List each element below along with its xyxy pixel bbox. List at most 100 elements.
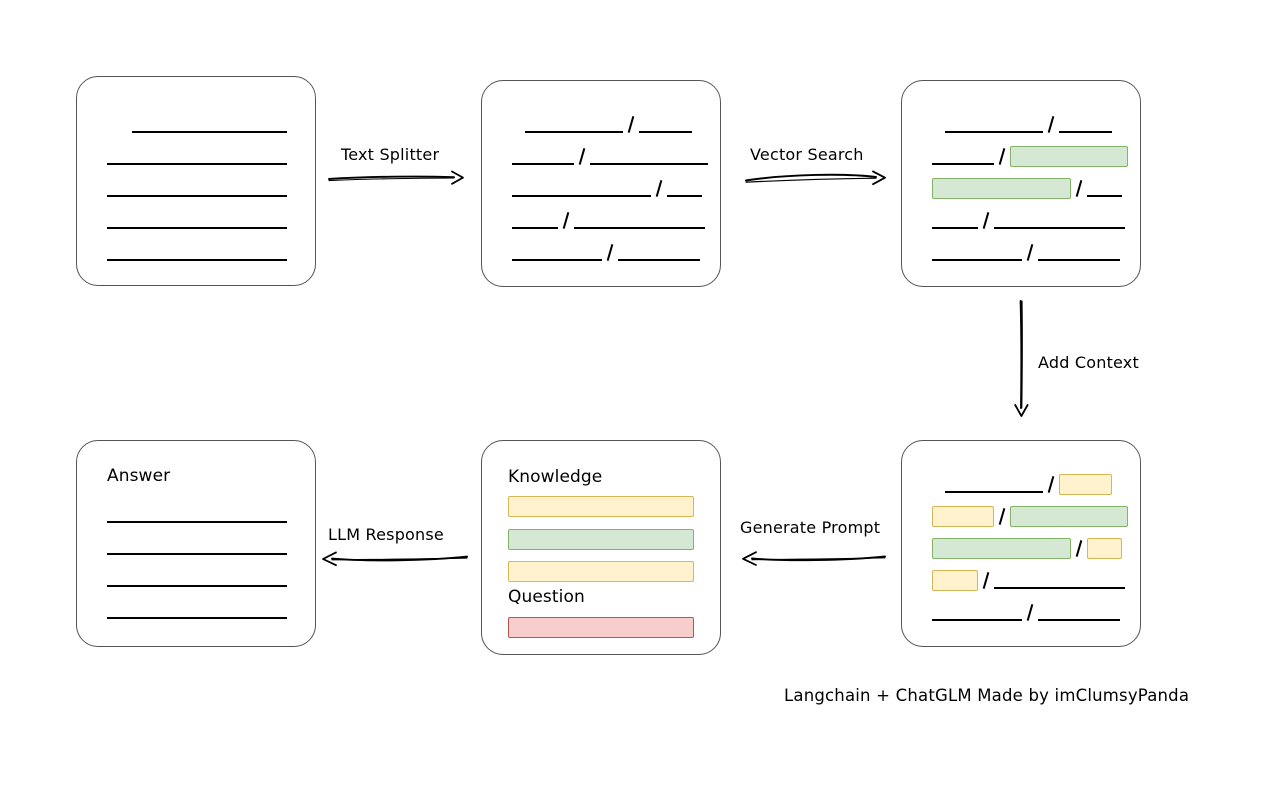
highlight-chunk-yellow [1087,537,1122,559]
text-line-row [512,113,692,135]
highlight-chunk-yellow [1059,473,1112,495]
slash-separator-icon [574,145,590,167]
source-document-box[interactable] [76,76,316,286]
text-line-segment [132,113,287,135]
prompt-box[interactable]: Knowledge Question [481,440,721,655]
context-chunks-box[interactable] [901,440,1141,647]
slash-separator-icon [1043,113,1059,135]
text-line-segment [512,177,651,199]
text-line-segment [512,209,558,231]
slash-separator-icon [978,569,994,591]
text-line-row [107,209,287,231]
text-line-segment [590,145,708,167]
knowledge-bar-2 [508,529,694,550]
text-line-segment [574,209,705,231]
slash-separator-icon [994,145,1010,167]
text-line-segment [107,241,287,263]
text-line-segment [1087,177,1122,199]
text-line-row [512,209,705,231]
text-line-segment [107,177,287,199]
slash-separator-icon [978,209,994,231]
arrow-generate-prompt-label: Generate Prompt [740,518,881,537]
highlight-chunk-yellow [932,505,994,527]
text-line-row [512,241,700,263]
matched-chunks-box[interactable] [901,80,1141,287]
slash-separator-icon [558,209,574,231]
text-line-row [932,209,1125,231]
text-line-row [512,145,708,167]
text-line-row [107,145,287,167]
text-line-segment [932,241,1022,263]
slash-separator-icon [1022,241,1038,263]
text-line-segment [945,113,1043,135]
footer-credit: Langchain + ChatGLM Made by imClumsyPand… [784,686,1190,705]
text-line-row [107,567,287,589]
text-line-segment [107,535,287,557]
slash-separator-icon [623,113,639,135]
text-line-segment [1059,113,1112,135]
text-line-segment [107,567,287,589]
text-line-row [932,505,1128,527]
text-line-segment [994,209,1125,231]
slash-separator-icon [651,177,667,199]
arrow-vector-search [745,168,888,190]
text-line-segment [107,209,287,231]
slash-separator-icon [994,505,1010,527]
text-line-segment [932,145,994,167]
text-line-segment [945,473,1043,495]
arrow-llm-response [318,548,468,570]
text-line-row [107,177,287,199]
text-line-segment [994,569,1125,591]
highlight-chunk-green [1010,505,1128,527]
text-line-segment [1038,241,1120,263]
text-line-segment [1038,601,1120,623]
text-line-row [932,113,1112,135]
text-line-segment [107,503,287,525]
highlight-chunk-green [1010,145,1128,167]
knowledge-bar-1 [508,496,694,517]
highlight-chunk-yellow [932,569,978,591]
arrow-text-splitter [328,168,466,188]
slash-separator-icon [1022,601,1038,623]
text-line-segment [107,599,287,621]
text-line-row [512,177,702,199]
text-line-row [107,535,287,557]
text-line-segment [525,113,623,135]
text-line-row [932,537,1122,559]
text-line-segment [639,113,692,135]
text-line-segment [107,145,287,167]
text-line-segment [512,241,602,263]
answer-heading: Answer [107,466,171,486]
text-line-segment [618,241,700,263]
slash-separator-icon [1071,177,1087,199]
text-line-row [932,241,1120,263]
text-line-row [932,473,1112,495]
text-line-segment [932,601,1022,623]
highlight-chunk-green [932,537,1071,559]
question-heading: Question [508,587,585,607]
text-line-row [107,599,287,621]
arrow-text-splitter-label: Text Splitter [341,145,440,164]
arrow-generate-prompt [738,548,886,570]
text-line-segment [512,145,574,167]
answer-box[interactable]: Answer [76,440,316,647]
arrow-llm-response-label: LLM Response [328,525,444,544]
knowledge-heading: Knowledge [508,467,603,487]
text-line-row [932,569,1125,591]
text-line-segment [932,209,978,231]
text-line-row [932,601,1120,623]
split-chunks-box[interactable] [481,80,721,287]
slash-separator-icon [1043,473,1059,495]
highlight-chunk-green [932,177,1071,199]
text-line-row [932,177,1122,199]
text-line-row [107,241,287,263]
question-bar-1 [508,617,694,638]
slash-separator-icon [1071,537,1087,559]
text-line-row [107,503,287,525]
slash-separator-icon [602,241,618,263]
text-line-row [932,145,1128,167]
arrow-vector-search-label: Vector Search [750,145,864,164]
text-line-segment [667,177,702,199]
text-line-row [107,113,287,135]
